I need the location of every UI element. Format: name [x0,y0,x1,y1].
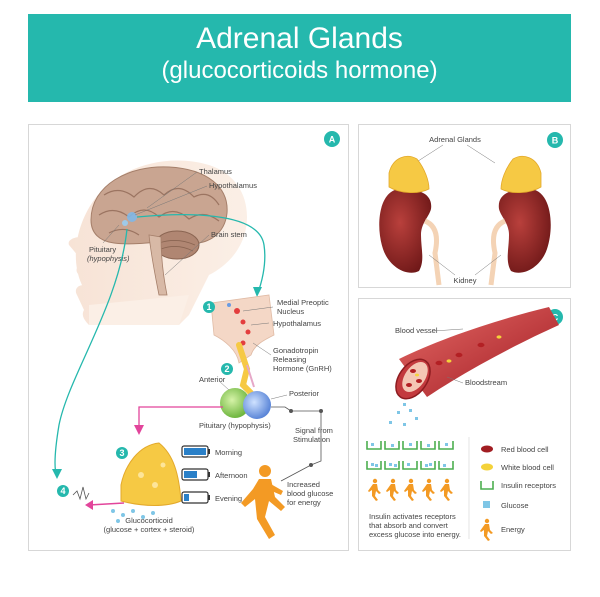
battery-afternoon-icon [181,468,210,481]
label-morning: Morning [215,448,242,457]
insulin-receptor-grid [366,441,454,470]
step-1-text: 1 [206,302,211,312]
label-posterior: Posterior [289,389,320,398]
step-3-badge [116,447,128,459]
step-4-badge [57,485,69,497]
step-2-badge [221,363,233,375]
panel-c-illustration: C Blood vessel Bloodstream [366,307,563,541]
insulin-receptor-icon [480,481,494,490]
panel-a-illustration: A Thalamus Hypothalamus Brain stem Pitui… [52,131,340,539]
pink-arrow-down [138,406,223,430]
caption-line-1: Insulin activates receptors [369,512,456,521]
label-adrenal-glands: Adrenal Glands [429,135,481,144]
label-blood-glucose: blood glucose [287,489,333,498]
badge-b [547,132,563,148]
red-blood-cell-icon [481,445,493,453]
panel-a-brain-pathway: A Thalamus Hypothalamus Brain stem Pitui… [28,124,349,551]
brain-stem-shape [148,234,168,296]
label-brain-stem: Brain stem [211,230,247,239]
blood-vessel-shape [399,307,559,397]
signal-line [271,406,322,482]
hypothalamus-spot [127,212,137,222]
label-kidney: Kidney [454,276,477,285]
label-afternoon: Afternoon [215,471,248,480]
label-hypophysis: (hypophysis) [87,254,130,263]
right-adrenal-gland [500,156,542,193]
anterior-pituitary [220,388,250,418]
label-gonadotropin-3: Hormone (GnRH) [273,364,332,373]
panel-b-illustration: B Adrenal Glands Kidney [379,132,563,286]
badge-a-text: A [329,135,336,145]
badge-c-text: C [552,313,559,323]
runner-icon [241,465,285,539]
badge-a [324,131,340,147]
left-kidney [379,188,432,273]
arrow-to-hypothalamus [136,214,266,296]
hypothalamus-zoom [210,294,275,364]
badge-b-text: B [552,136,559,146]
label-medial-preoptic-2: Nucleus [277,307,304,316]
label-medial-preoptic: Medial Preoptic [277,298,329,307]
label-pituitary: Pituitary [89,245,116,254]
label-pituitary-hypophysis: Pituitary (hypophysis) [199,421,271,430]
adrenal-gland-icon [120,442,182,506]
page-subtitle: (glucocorticoids hormone) [161,57,438,84]
label-gonadotropin-2: Releasing [273,355,306,364]
label-bloodstream: Bloodstream [465,378,507,387]
label-glucocorticoid: Glucocorticoid [125,516,173,525]
page-title: Adrenal Glands [196,22,403,55]
energy-icon [480,518,493,541]
posterior-pituitary [243,391,271,419]
arrow-to-pituitary [54,228,128,478]
step-2-text: 2 [224,364,229,374]
glucocorticoid-dots [111,509,155,523]
right-kidney [498,188,551,273]
legend-red-blood-cell: Red blood cell [501,445,549,454]
legend-energy: Energy [501,525,525,534]
label-glucocorticoid-sub: (glucose + cortex + steroid) [104,525,195,534]
step-3-text: 3 [119,448,124,458]
battery-evening-icon [181,491,210,504]
label-hypothalamus-zoom: Hypothalamus [273,319,321,328]
white-blood-cell-icon [481,463,493,471]
label-signal: Signal from [295,426,333,435]
label-stimulation: Stimulation [293,435,330,444]
label-hypothalamus: Hypothalamus [209,181,257,190]
title-banner: Adrenal Glands (glucocorticoids hormone) [28,14,571,102]
glucose-particles [389,403,418,426]
battery-morning-icon [181,445,210,458]
label-for-energy: for energy [287,498,321,507]
legend: Red blood cell White blood cell Insulin … [480,445,556,541]
legend-white-blood-cell: White blood cell [501,463,554,472]
step-4-text: 4 [60,486,65,496]
panel-b-kidneys: B Adrenal Glands Kidney [358,124,571,288]
label-blood-vessel: Blood vessel [395,326,438,335]
label-evening: Evening [215,494,242,503]
label-anterior: Anterior [199,375,226,384]
label-increased: Increased [287,480,320,489]
caption-line-2: that absorb and convert [369,521,449,530]
panel-c-bloodstream: C Blood vessel Bloodstream [358,298,571,551]
runners-row-icon [368,478,453,501]
caption-line-3: excess glucose into energy. [369,530,461,539]
label-gonadotropin-1: Gonadotropin [273,346,318,355]
legend-insulin-receptors: Insulin receptors [501,481,556,490]
legend-glucose: Glucose [501,501,529,510]
label-thalamus: Thalamus [199,167,232,176]
step-1-badge [203,301,215,313]
left-adrenal-gland [388,156,430,193]
glucose-icon [483,501,490,508]
